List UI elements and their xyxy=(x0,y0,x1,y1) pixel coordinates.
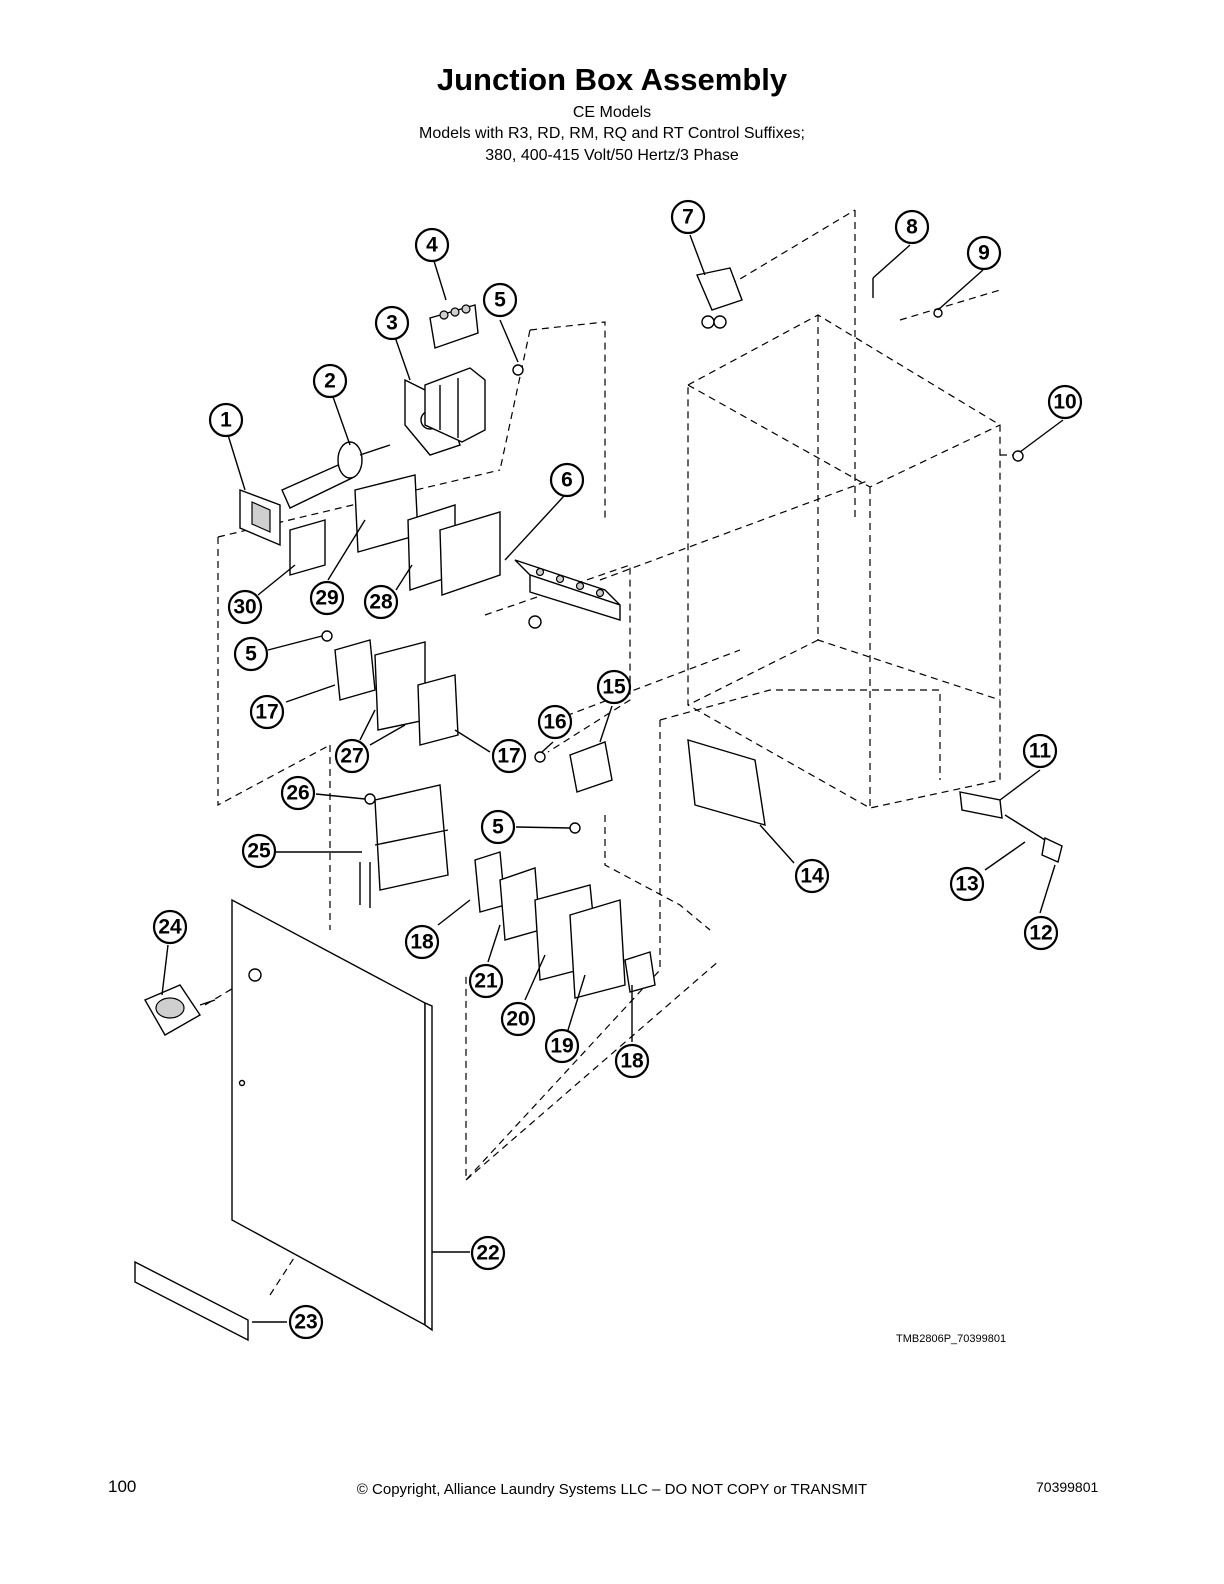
callout-27: 27 xyxy=(334,738,370,774)
svg-text:18: 18 xyxy=(620,1050,644,1073)
svg-text:27: 27 xyxy=(340,745,363,768)
callout-25: 25 xyxy=(241,833,277,869)
part-relay-socket xyxy=(534,741,613,793)
callout-18b: 18 xyxy=(614,1043,650,1079)
part-relay xyxy=(696,267,743,329)
callout-15: 15 xyxy=(596,669,632,705)
part-terminal-strip xyxy=(474,851,656,999)
callout-4: 4 xyxy=(414,227,450,263)
callout-28: 28 xyxy=(363,584,399,620)
part-hardware xyxy=(872,278,1024,462)
part-disconnect-switch xyxy=(424,367,486,443)
svg-text:17: 17 xyxy=(497,745,520,768)
junction-box-enclosure xyxy=(687,314,1001,809)
svg-text:24: 24 xyxy=(158,916,182,939)
copyright-notice: © Copyright, Alliance Laundry Systems LL… xyxy=(356,1481,868,1498)
part-label xyxy=(134,1260,249,1342)
callout-11: 11 xyxy=(1022,733,1058,769)
subtitle-line-2: Models with R3, RD, RM, RQ and RT Contro… xyxy=(419,125,805,142)
svg-text:4: 4 xyxy=(426,234,438,257)
callout-17a: 17 xyxy=(249,694,285,730)
svg-text:7: 7 xyxy=(682,206,694,229)
svg-text:16: 16 xyxy=(543,711,566,734)
page-title: Junction Box Assembly xyxy=(436,62,788,97)
callout-6: 6 xyxy=(549,462,585,498)
callout-17b: 17 xyxy=(491,738,527,774)
callout-20: 20 xyxy=(500,1001,536,1037)
svg-text:29: 29 xyxy=(315,587,338,610)
svg-text:19: 19 xyxy=(550,1035,573,1058)
svg-text:23: 23 xyxy=(294,1311,317,1334)
svg-text:10: 10 xyxy=(1053,391,1076,414)
callout-21: 21 xyxy=(468,963,504,999)
callout-5c: 5 xyxy=(480,809,516,845)
part-control-board xyxy=(687,739,766,826)
svg-text:6: 6 xyxy=(561,469,573,492)
callout-3: 3 xyxy=(374,305,410,341)
callout-26: 26 xyxy=(280,775,316,811)
part-terminal-block xyxy=(429,304,479,349)
callout-2: 2 xyxy=(312,363,348,399)
svg-text:13: 13 xyxy=(955,873,978,896)
svg-text:20: 20 xyxy=(506,1008,529,1031)
callout-10: 10 xyxy=(1047,384,1083,420)
part-terminal-rail xyxy=(514,559,621,629)
part-contactors xyxy=(289,474,501,596)
svg-text:5: 5 xyxy=(494,289,506,312)
callout-23: 23 xyxy=(288,1304,324,1340)
callout-13: 13 xyxy=(949,866,985,902)
callout-8: 8 xyxy=(894,209,930,245)
callout-30: 30 xyxy=(227,589,263,625)
callout-1: 1 xyxy=(208,402,244,438)
part-disconnect-handle xyxy=(144,984,216,1036)
svg-text:18: 18 xyxy=(410,931,434,954)
svg-text:1: 1 xyxy=(220,409,232,432)
callout-5a: 5 xyxy=(482,282,518,318)
part-shaft xyxy=(281,441,391,509)
subtitle-line-1: CE Models xyxy=(572,104,652,121)
callout-9: 9 xyxy=(966,235,1002,271)
svg-text:3: 3 xyxy=(386,312,398,335)
part-screw xyxy=(321,364,581,834)
callout-24: 24 xyxy=(152,909,188,945)
svg-text:14: 14 xyxy=(800,865,824,888)
svg-text:30: 30 xyxy=(233,596,256,619)
drawing-reference: TMB2806P_70399801 xyxy=(896,1333,1007,1345)
callout-7: 7 xyxy=(670,199,706,235)
svg-text:21: 21 xyxy=(474,970,498,993)
callout-14: 14 xyxy=(794,858,830,894)
leader-lines xyxy=(161,234,1064,1323)
callout-18a: 18 xyxy=(404,924,440,960)
callout-29: 29 xyxy=(309,580,345,616)
svg-text:11: 11 xyxy=(1029,740,1052,763)
svg-text:26: 26 xyxy=(286,782,309,805)
callout-19: 19 xyxy=(544,1028,580,1064)
svg-text:25: 25 xyxy=(247,840,271,863)
svg-text:2: 2 xyxy=(324,370,336,393)
svg-text:8: 8 xyxy=(906,216,918,239)
callout-12: 12 xyxy=(1023,915,1059,951)
subtitle-line-3: 380, 400-415 Volt/50 Hertz/3 Phase xyxy=(485,147,739,164)
part-door-panel xyxy=(231,898,433,1332)
part-fuse-holder xyxy=(959,791,1063,863)
callout-22: 22 xyxy=(470,1235,506,1271)
svg-text:17: 17 xyxy=(255,701,278,724)
page-number: 100 xyxy=(108,1477,137,1496)
svg-text:15: 15 xyxy=(602,676,626,699)
svg-text:5: 5 xyxy=(492,816,504,839)
svg-text:5: 5 xyxy=(245,643,257,666)
svg-text:9: 9 xyxy=(978,242,990,265)
part-bezel xyxy=(239,488,281,547)
part-transformer xyxy=(359,784,449,908)
svg-text:28: 28 xyxy=(369,591,393,614)
callout-16: 16 xyxy=(537,704,573,740)
callout-5b: 5 xyxy=(233,636,269,672)
part-breakers xyxy=(334,639,459,746)
svg-text:12: 12 xyxy=(1029,922,1052,945)
document-number: 70399801 xyxy=(1036,1479,1099,1495)
svg-text:22: 22 xyxy=(476,1242,499,1265)
